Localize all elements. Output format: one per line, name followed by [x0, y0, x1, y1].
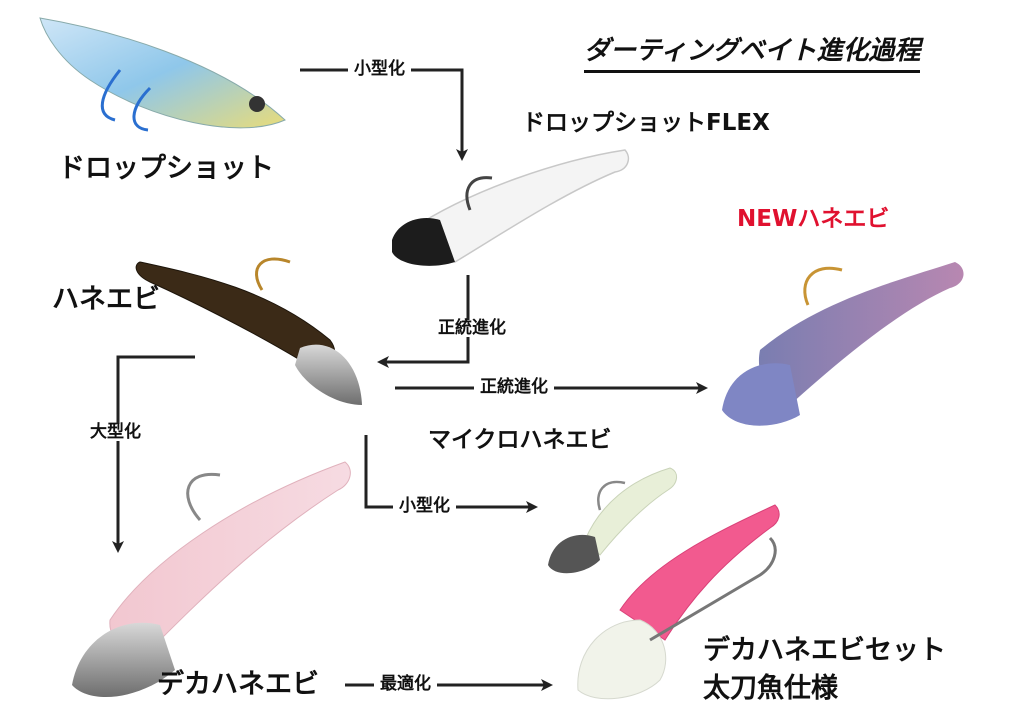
- page-title: ダーティングベイト進化過程: [584, 38, 921, 73]
- arrow-label-miniaturize-2: 小型化: [393, 498, 456, 515]
- hook-icon: [465, 176, 493, 211]
- lure-micro-hane-ebi-image: [548, 467, 677, 574]
- lure-hane-ebi-image: [135, 257, 362, 405]
- lure-deka-hane-ebi-image: [72, 461, 351, 697]
- lure-dropshot-image: [39, 17, 286, 132]
- label-dropshot: ドロップショット: [58, 153, 274, 184]
- arrow-hane-ebi-to-deka: [112, 355, 195, 553]
- lure-deka-set-image: [577, 504, 780, 700]
- hook-icon: [649, 536, 777, 642]
- arrow-label-optimize: 最適化: [374, 676, 437, 693]
- label-new-hane-ebi: NEWハネエビ: [737, 206, 890, 232]
- label-micro-hane-ebi: マイクロハネエビ: [428, 427, 612, 453]
- hook-icon: [255, 257, 291, 291]
- arrow-dropshot-to-flex: [300, 68, 468, 161]
- hook-icon: [100, 69, 122, 122]
- arrow-flex-to-hane-ebi: [377, 275, 470, 368]
- lure-dropshot-flex-image: [392, 149, 630, 266]
- arrow-label-orthodox-evolution: 正統進化: [432, 320, 512, 337]
- hook-icon: [186, 472, 221, 521]
- label-hane-ebi: ハネエビ: [52, 284, 160, 315]
- lure-new-hane-ebi-image: [722, 262, 964, 426]
- eye-icon: [249, 96, 265, 112]
- hook-icon: [132, 86, 152, 132]
- arrow-hane-ebi-to-micro: [364, 435, 538, 513]
- label-deka-hane-ebi: デカハネエビ: [157, 669, 319, 700]
- arrow-label-miniaturize: 小型化: [348, 61, 411, 78]
- hook-icon: [803, 266, 843, 306]
- hook-icon: [597, 480, 626, 511]
- label-dropshot-flex: ドロップショットFLEX: [522, 110, 770, 136]
- label-deka-set-line2: 太刀魚仕様: [703, 673, 838, 704]
- label-deka-set-line1: デカハネエビセット: [703, 635, 946, 666]
- arrow-label-orthodox-evolution-2: 正統進化: [474, 379, 554, 396]
- arrow-label-enlarge: 大型化: [84, 424, 147, 441]
